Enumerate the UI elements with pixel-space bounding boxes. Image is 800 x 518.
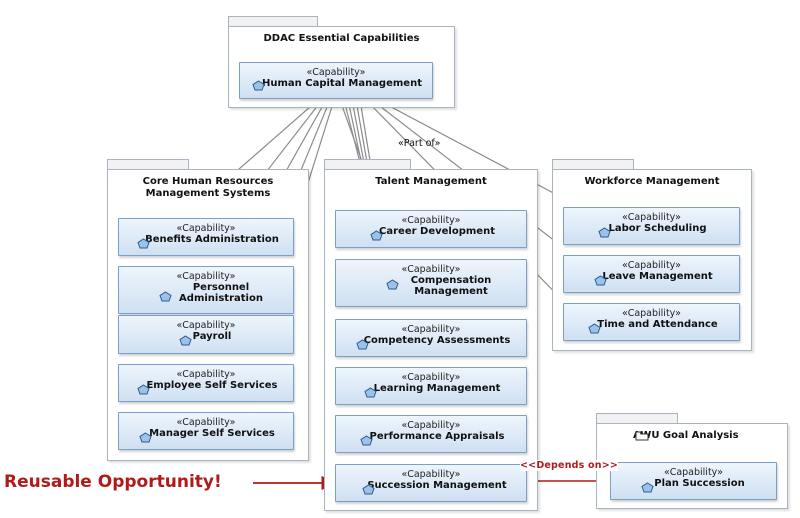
capability-name: Performance Appraisals — [369, 431, 505, 442]
capability-pentagon-icon — [362, 484, 375, 495]
capability-stereotype: «Capability» — [306, 67, 366, 78]
capability-name: Leave Management — [602, 271, 713, 282]
capability-pentagon-icon — [598, 227, 611, 238]
capability-pentagon-icon — [159, 291, 172, 302]
capability-name: Benefits Administration — [145, 234, 279, 245]
capability-time-and-attendance[interactable]: «Capability» Time and Attendance — [563, 303, 740, 341]
talent-package-tab — [324, 159, 411, 170]
talent-package-title: Talent Management — [375, 176, 487, 187]
capability-name: Payroll — [192, 331, 232, 342]
capability-human-capital-management[interactable]: «Capability» Human Capital Management — [239, 62, 433, 99]
capability-stereotype: «Capability» — [176, 417, 236, 428]
capability-stereotype: «Capability» — [401, 372, 461, 383]
capability-pentagon-icon — [594, 275, 607, 286]
capability-name: Manager Self Services — [149, 428, 275, 439]
capability-pentagon-icon — [137, 238, 150, 249]
capability-stereotype: «Capability» — [176, 369, 236, 380]
capability-name: Employee Self Services — [146, 380, 278, 391]
capability-pentagon-icon — [588, 323, 601, 334]
capability-name: Career Development — [379, 226, 495, 237]
capability-stereotype: «Capability» — [401, 324, 461, 335]
capability-learning-management[interactable]: «Capability» Learning Management — [335, 367, 527, 405]
core-hr-package-tab — [107, 159, 189, 170]
capability-name: Succession Management — [367, 480, 507, 491]
capability-succession-management[interactable]: «Capability» Succession Management — [335, 464, 527, 502]
capability-name: Labor Scheduling — [608, 223, 707, 234]
part-of-label: «Part of» — [398, 138, 441, 149]
capability-name: Learning Management — [373, 383, 501, 394]
capability-employee-self-services[interactable]: «Capability» Employee Self Services — [118, 364, 294, 402]
capability-plan-succession[interactable]: «Capability» Plan Succession — [610, 462, 777, 500]
capability-pentagon-icon — [370, 230, 383, 241]
capability-pentagon-icon — [386, 279, 399, 290]
capability-pentagon-icon — [364, 387, 377, 398]
capability-manager-self-services[interactable]: «Capability» Manager Self Services — [118, 412, 294, 450]
capability-personnel-administration[interactable]: «Capability» Personnel Administration — [118, 266, 294, 314]
capability-name: Competency Assessments — [363, 335, 511, 346]
capability-stereotype: «Capability» — [622, 260, 681, 271]
capability-stereotype: «Capability» — [176, 320, 236, 331]
capability-payroll[interactable]: «Capability» Payroll — [118, 315, 294, 354]
capability-stereotype: «Capability» — [176, 223, 236, 234]
capability-name: Time and Attendance — [597, 319, 718, 330]
capability-stereotype: «Capability» — [176, 271, 236, 282]
capability-stereotype: «Capability» — [664, 467, 723, 478]
awu-package-title: AWU Goal Analysis — [633, 430, 739, 441]
capability-pentagon-icon — [641, 482, 654, 493]
capability-pentagon-icon — [356, 339, 369, 350]
folder-icon — [635, 431, 649, 441]
capability-stereotype: «Capability» — [622, 212, 681, 223]
capability-stereotype: «Capability» — [401, 264, 461, 275]
capability-benefits-administration[interactable]: «Capability» Benefits Administration — [118, 218, 294, 256]
capability-pentagon-icon — [252, 80, 265, 91]
depends-on-label: <<Depends on>> — [520, 460, 619, 471]
capability-name: Human Capital Management — [262, 78, 422, 89]
capability-pentagon-icon — [139, 432, 152, 443]
core-hr-package-title: Core Human Resources Management Systems — [142, 176, 274, 199]
reusable-opportunity-callout: Reusable Opportunity! — [4, 472, 222, 492]
ddac-package-tab — [228, 16, 318, 27]
capability-compensation-management[interactable]: «Capability» Compensation Management — [335, 259, 527, 307]
ddac-package-title: DDAC Essential Capabilities — [263, 33, 420, 44]
capability-career-development[interactable]: «Capability» Career Development — [335, 210, 527, 248]
capability-stereotype: «Capability» — [401, 469, 461, 480]
capability-leave-management[interactable]: «Capability» Leave Management — [563, 255, 740, 293]
capability-stereotype: «Capability» — [401, 420, 461, 431]
workforce-package-title: Workforce Management — [584, 176, 720, 187]
capability-stereotype: «Capability» — [622, 308, 681, 319]
capability-name: Plan Succession — [654, 478, 745, 489]
capability-pentagon-icon — [137, 384, 150, 395]
capability-pentagon-icon — [360, 435, 373, 446]
workforce-package-tab — [552, 159, 634, 170]
capability-pentagon-icon — [179, 335, 192, 346]
capability-competency-assessments[interactable]: «Capability» Competency Assessments — [335, 319, 527, 357]
capability-labor-scheduling[interactable]: «Capability» Labor Scheduling — [563, 207, 740, 245]
capability-stereotype: «Capability» — [401, 215, 461, 226]
capability-performance-appraisals[interactable]: «Capability» Performance Appraisals — [335, 415, 527, 453]
capability-name: Compensation Management — [410, 275, 492, 297]
capability-name: Personnel Administration — [179, 282, 263, 304]
awu-package-tab — [596, 413, 678, 424]
